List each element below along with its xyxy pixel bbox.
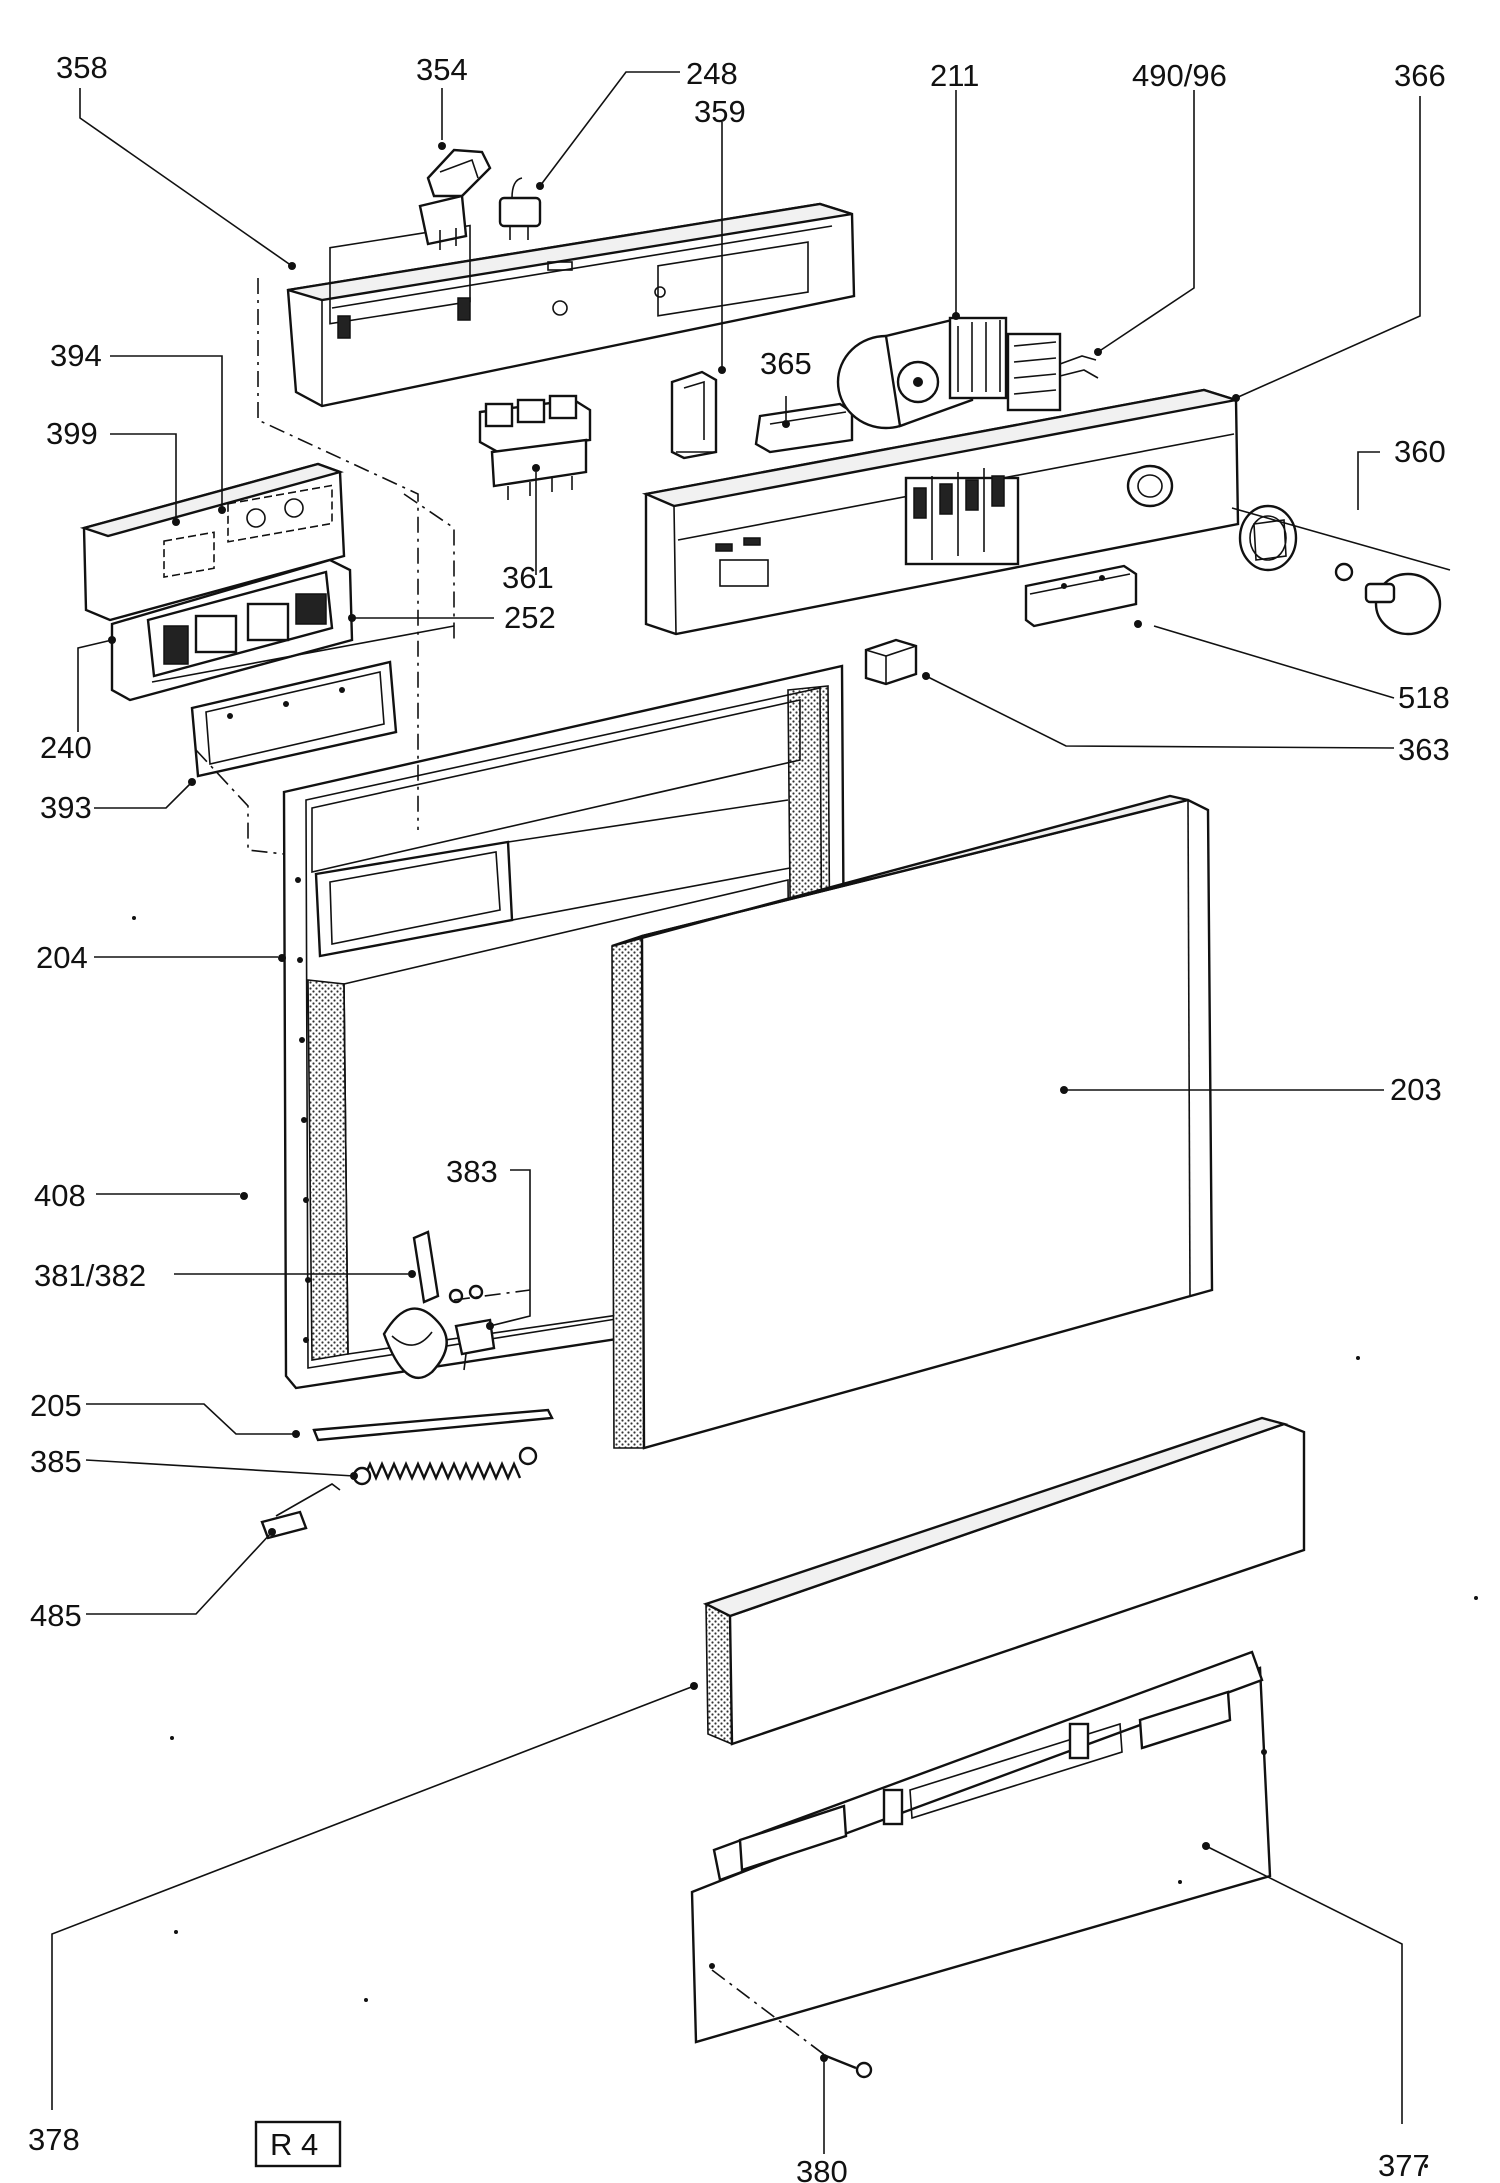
label-205: 205	[30, 1388, 82, 1423]
label-383: 383	[446, 1154, 498, 1189]
label-204: 204	[36, 940, 88, 975]
label-485: 485	[30, 1598, 82, 1633]
label-plate	[1024, 564, 1138, 628]
label-359: 359	[694, 94, 746, 129]
push-switch-block	[478, 394, 592, 500]
label-378: 378	[28, 2122, 80, 2157]
label-380: 380	[796, 2154, 848, 2183]
label-366: 366	[1394, 58, 1446, 93]
lower-panel	[690, 1650, 1272, 2044]
label-385: 385	[30, 1444, 82, 1479]
label-377: 377	[1378, 2148, 1430, 2183]
screw	[825, 2054, 873, 2079]
top-mounting-bracket	[286, 202, 856, 408]
revision-label: R 4	[270, 2127, 318, 2162]
small-block	[864, 638, 918, 686]
label-381-382: 381/382	[34, 1258, 146, 1293]
outer-door-panel	[611, 794, 1214, 1450]
kick-plate	[702, 1416, 1306, 1746]
label-211: 211	[930, 58, 979, 93]
label-360: 360	[1394, 434, 1446, 469]
leader-lines	[51, 71, 1421, 2154]
control-panel-fascia	[641, 388, 1240, 636]
label-408: 408	[34, 1178, 86, 1213]
dispenser-gasket	[190, 660, 398, 778]
small-relay	[498, 177, 542, 240]
label-240: 240	[40, 730, 92, 765]
label-252: 252	[504, 600, 556, 635]
label-399: 399	[46, 416, 98, 451]
switch-bracket	[418, 148, 492, 250]
retaining-clip	[670, 370, 718, 460]
detergent-dispenser	[79, 462, 455, 702]
label-518: 518	[1398, 680, 1450, 715]
label-365: 365	[760, 346, 812, 381]
label-248: 248	[686, 56, 738, 91]
terminal-block	[1006, 332, 1099, 412]
label-354: 354	[416, 52, 468, 87]
timer-motor	[836, 316, 1008, 430]
label-203: 203	[1390, 1072, 1442, 1107]
small-cover	[754, 402, 854, 454]
hinge-rod	[312, 1408, 554, 1442]
scan-specks	[132, 916, 1478, 2168]
label-490-96: 490/96	[1132, 58, 1227, 93]
label-361: 361	[502, 560, 554, 595]
part-number-labels: 358 354 248 359 211 490/96 366 394 399 3…	[28, 50, 1450, 2183]
label-394: 394	[50, 338, 102, 373]
label-363: 363	[1398, 732, 1450, 767]
selector-knob-assembly	[1231, 504, 1451, 636]
door-spring	[352, 1446, 538, 1486]
assembly-lines	[195, 278, 827, 2057]
revision-box: R 4	[254, 2120, 342, 2168]
label-358: 358	[56, 50, 108, 85]
label-393: 393	[40, 790, 92, 825]
